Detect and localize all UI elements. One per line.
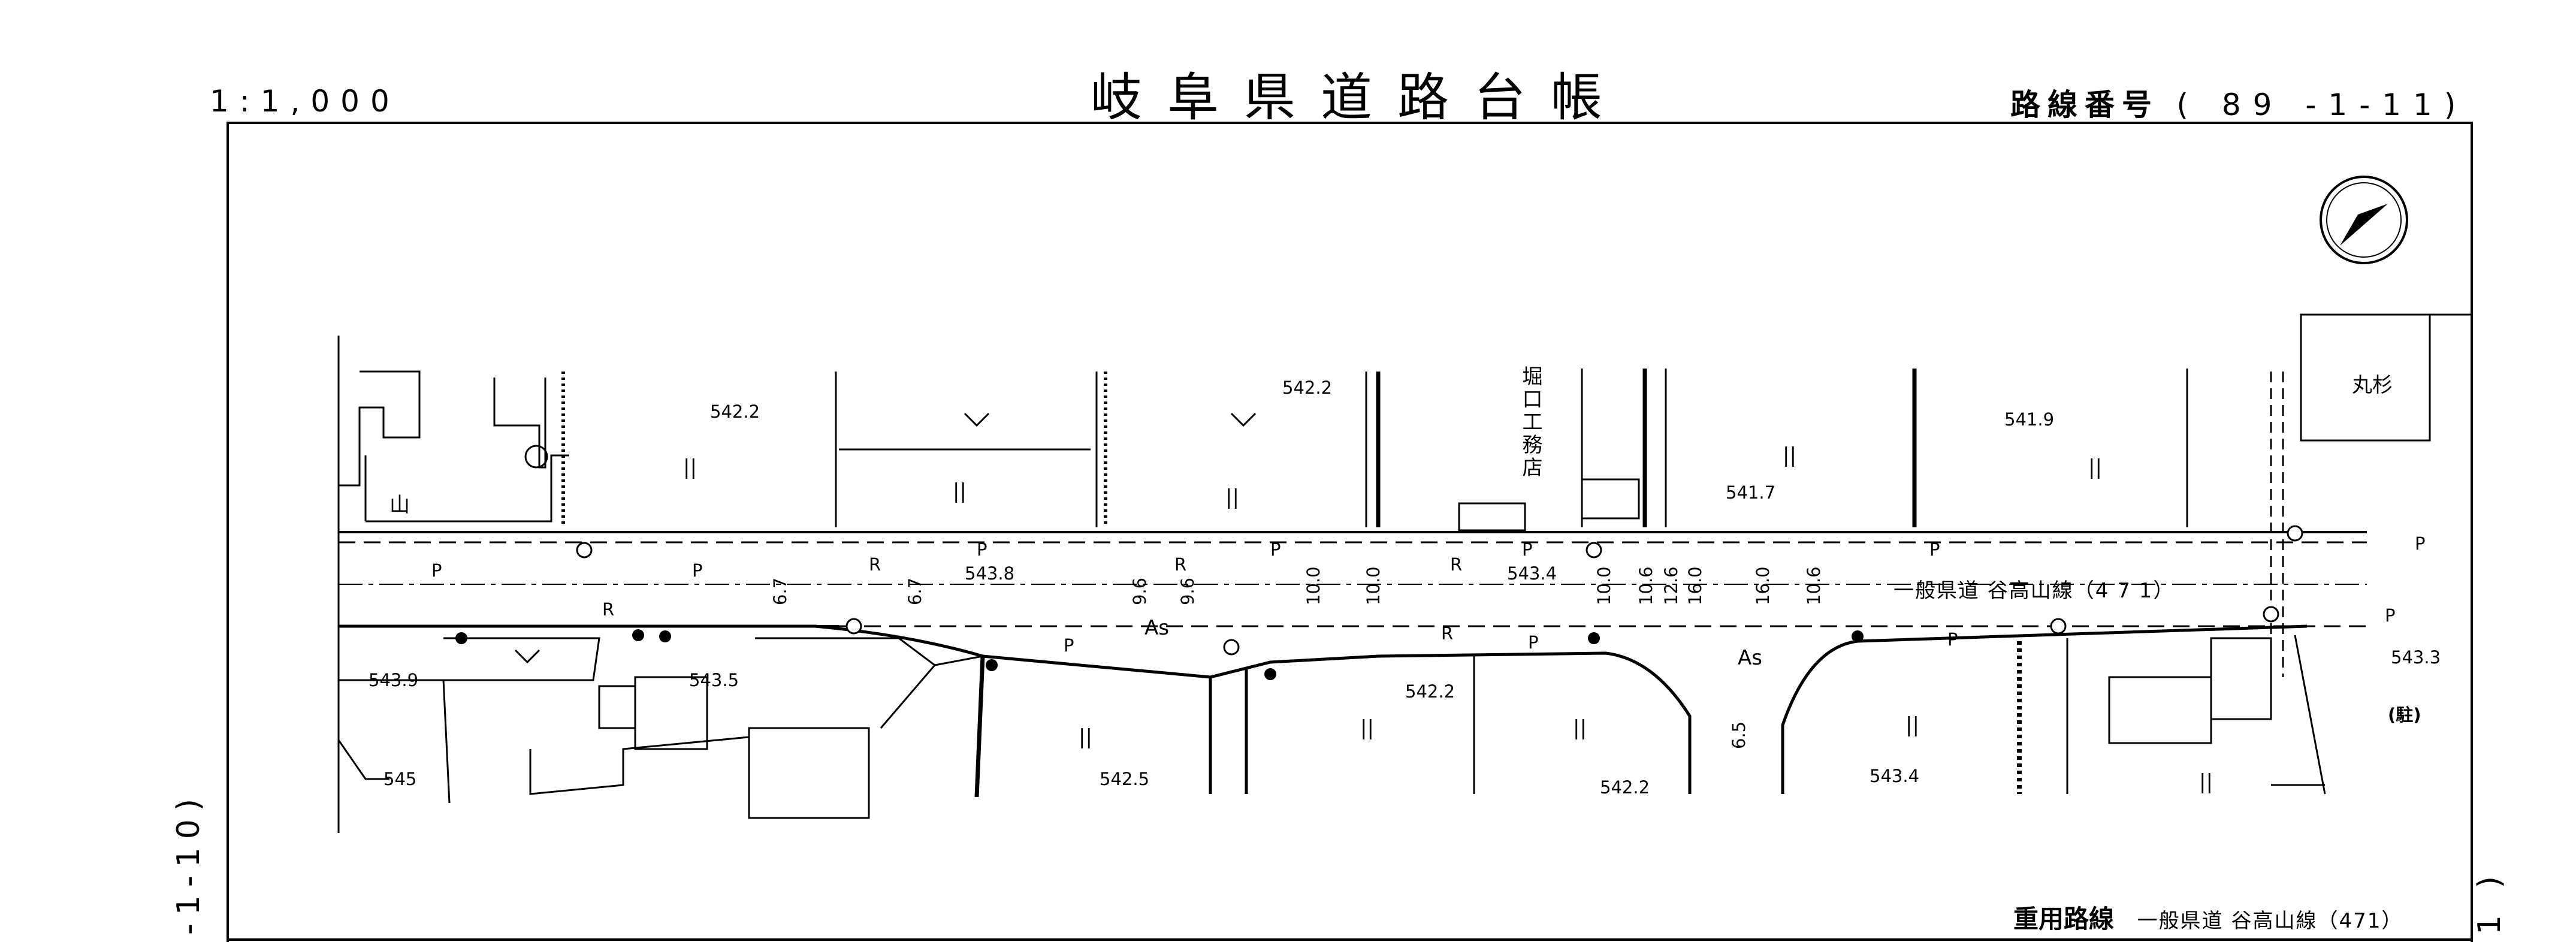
paddy-symbol: || [1783, 443, 1796, 467]
overlap-route-value: 一般県道 谷高山線（471） [2137, 909, 2403, 933]
pole-symbol: P [1929, 539, 1940, 560]
width-label: 10.6 [1636, 566, 1656, 605]
elevation-label: 542.2 [710, 401, 760, 422]
width-label: 6.7 [905, 577, 925, 605]
road-name-label: 一般県道 谷高山線（4 7 1） [1894, 579, 2175, 603]
elevation-label: 543.3 [2391, 647, 2441, 668]
r-symbol: R [1174, 554, 1187, 575]
north-arrow-icon [2320, 176, 2408, 264]
shrine-symbol: 山 [389, 493, 410, 517]
building-marusugi-label: 丸杉 [2352, 373, 2393, 397]
paddy-symbol: || [953, 479, 967, 503]
pole-symbol: P [1522, 539, 1533, 560]
elevation-label: 543.8 [965, 563, 1015, 584]
paddy-symbol: || [1905, 713, 1919, 737]
manhole-icon [576, 542, 593, 558]
width-label: 10.0 [1303, 566, 1324, 605]
elevation-label: 543.5 [689, 670, 739, 690]
pole-symbol: P [2415, 533, 2426, 554]
paddy-symbol: || [683, 455, 697, 479]
route-number: 路線番号 ( 89 -1-11) [2010, 81, 2468, 124]
route-number-label: 路線番号 [2010, 87, 2159, 122]
width-label: 16.0 [1685, 566, 1705, 605]
road-edge-south [339, 624, 1692, 794]
elevation-label: 542.5 [1100, 769, 1150, 789]
elevation-label: 543.9 [369, 670, 419, 690]
r-symbol: R [602, 599, 615, 620]
pole-symbol: P [431, 560, 442, 581]
width-label: 9.6 [1130, 577, 1150, 605]
paddy-symbol: || [1225, 485, 1239, 509]
elevation-label: 543.4 [1507, 563, 1557, 584]
paddy-symbol: || [1573, 716, 1587, 740]
width-label: 12.6 [1661, 566, 1681, 605]
elevation-label: 541.7 [1726, 482, 1776, 503]
map-title: 岐阜県道路台帳 [1091, 68, 1627, 128]
pole-symbol: P [692, 560, 703, 581]
parking-label: (駐) [2388, 705, 2421, 725]
pole-symbol: P [1270, 539, 1281, 560]
building-shop-label: 堀口工務店 [1518, 366, 1542, 479]
elevation-label: 542.2 [1282, 378, 1333, 398]
surface-label: As [1738, 646, 1762, 670]
width-label: 10.0 [1363, 566, 1384, 605]
paddy-symbol: || [2199, 770, 2213, 794]
pole-symbol: P [1947, 629, 1958, 650]
elevation-label: 541.9 [2004, 409, 2055, 430]
width-label: 10.0 [1594, 566, 1614, 605]
width-label: 9.6 [1177, 577, 1198, 605]
width-label: 10.6 [1804, 566, 1824, 605]
r-symbol: R [869, 554, 881, 575]
north-arrow-needle-icon [2340, 204, 2388, 246]
paddy-symbol: || [1079, 725, 1092, 749]
overlap-route: 重用路線 一般県道 谷高山線（471） [2013, 899, 2403, 935]
elevation-label: 542.2 [1600, 777, 1650, 798]
elevation-label: 545 [383, 769, 417, 789]
pole-symbol: P [977, 539, 987, 560]
width-label: 6.7 [770, 577, 790, 605]
width-label: 6.5 [1729, 721, 1749, 749]
surface-label: As [1144, 616, 1169, 640]
width-label: 16.0 [1753, 566, 1773, 605]
elevation-label: 543.4 [1870, 766, 1920, 786]
overlap-route-label: 重用路線 [2013, 904, 2115, 934]
map-frame [227, 122, 2473, 942]
route-number-value: ( 89 -1-11) [2176, 87, 2468, 122]
r-symbol: R [1441, 623, 1454, 644]
map-scale: 1:1,000 [210, 84, 400, 119]
paddy-symbol: || [2088, 455, 2102, 479]
pole-symbol: P [1528, 632, 1539, 653]
pole-symbol: P [1064, 635, 1074, 656]
r-symbol: R [1450, 554, 1463, 575]
pole-symbol: P [2385, 605, 2396, 626]
paddy-symbol: || [1360, 716, 1374, 740]
elevation-label: 542.2 [1405, 681, 1455, 702]
